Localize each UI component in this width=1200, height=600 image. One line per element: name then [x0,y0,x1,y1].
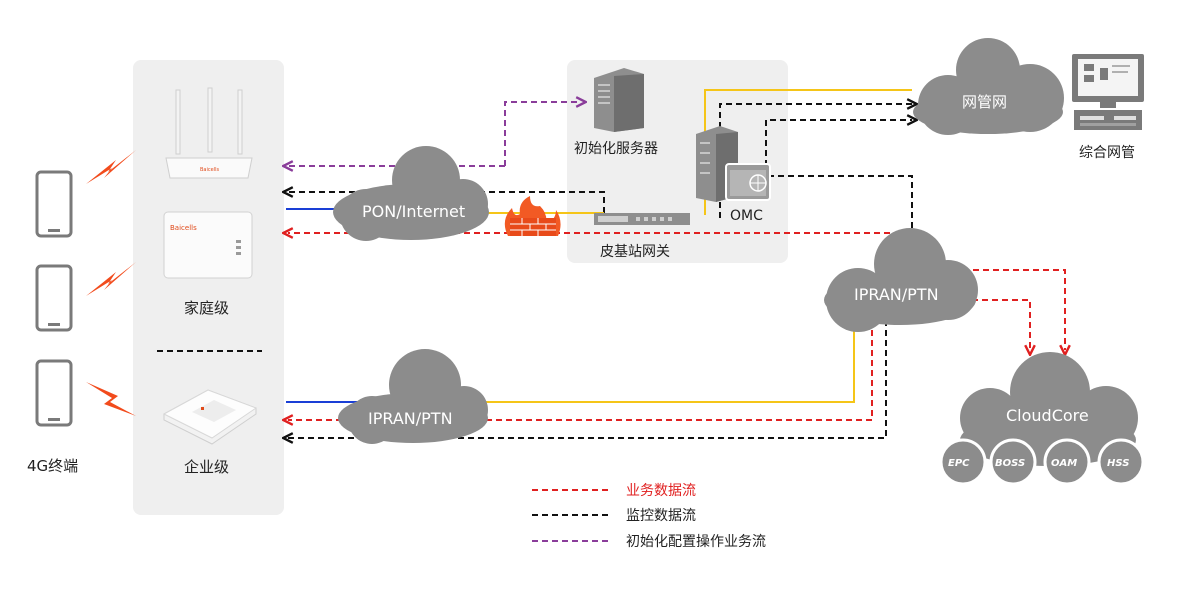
omc-window-icon [725,163,771,201]
gateway-label: 皮基站网关 [600,243,670,260]
ipran-mid-cloud [824,228,978,332]
legend-monitor-label: 监控数据流 [626,508,696,524]
cloudcore-parts: EPC BOSS OAM HSS [939,438,1145,486]
phone-icon [35,264,73,332]
router-icon: Baicells [165,87,253,179]
business-flow-line [288,300,873,420]
ipran-link-line [480,320,855,403]
small-cell-icon: Baicells [163,211,253,279]
init-flow-line [504,102,581,166]
cloud-part-boss: BOSS [995,458,1025,469]
box-brand: Baicells [170,224,197,232]
cloudcore-label: CloudCore [1006,406,1089,425]
omc-label: OMC [730,208,763,224]
enterprise-label: 企业级 [184,458,229,476]
lightning-icon [86,262,136,296]
server-icon [594,68,644,132]
lightning-icon [86,150,136,184]
net-mgmt-cloud [913,38,1064,135]
business-flow-line [899,233,1065,350]
init-server-label: 初始化服务器 [574,140,658,157]
net-mgmt-label: 网管网 [962,93,1007,111]
pon-label: PON/Internet [362,202,465,221]
monitor-icon [1072,54,1144,130]
monitor-flow-line [719,104,912,218]
monitor-flow-line [288,300,887,438]
monitor-flow-line [765,120,912,176]
cloud-part-hss: HSS [1107,458,1129,469]
ipran-mid-label: IPRAN/PTN [854,285,939,304]
lightning-icon [86,382,136,416]
cloud-part-epc: EPC [948,458,970,469]
legend-business-label: 业务数据流 [626,483,696,499]
pon-cloud [333,146,489,241]
router-brand: Baicells [200,167,219,173]
monitor-flow-line [768,175,913,230]
ceiling-cell-icon [162,389,258,445]
legend: 业务数据流 监控数据流 初始化配置操作业务流 [532,483,766,550]
integrated-mgmt-label: 综合网管 [1079,145,1135,161]
ipran-left-cloud [338,349,488,444]
cloud-part-oam: OAM [1051,458,1077,469]
legend-init-label: 初始化配置操作业务流 [626,533,766,550]
ipran-left-label: IPRAN/PTN [368,409,453,428]
firewall-icon [504,196,561,236]
terminal-label: 4G终端 [27,457,78,475]
home-label: 家庭级 [184,299,229,317]
gateway-icon [594,213,690,225]
phone-icon [35,170,73,238]
phone-icon [35,359,73,427]
